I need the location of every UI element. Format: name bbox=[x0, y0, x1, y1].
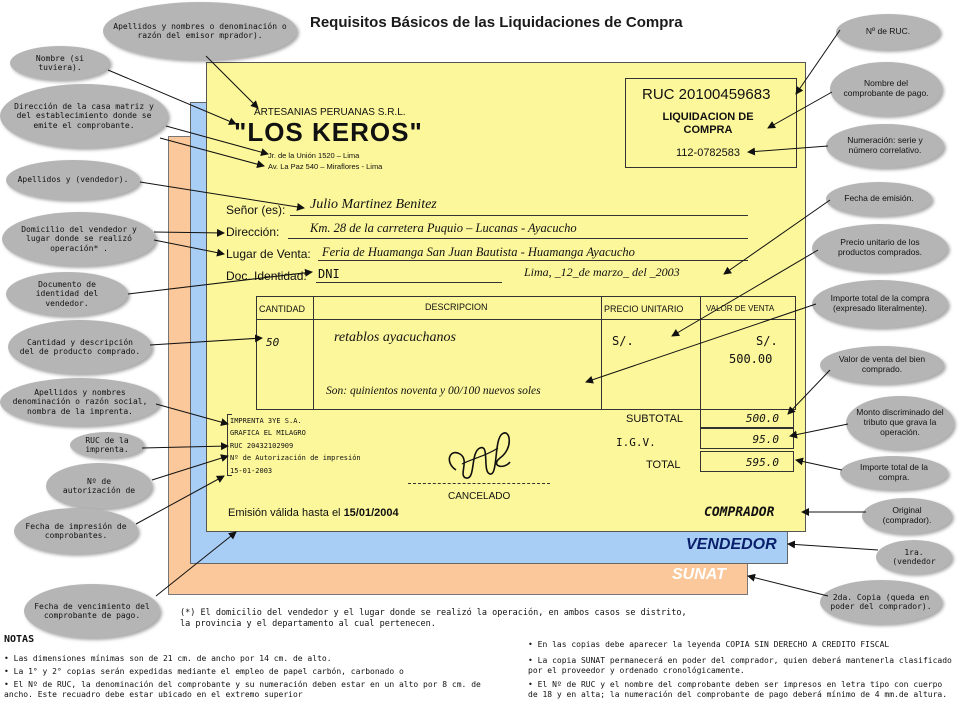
senor-line bbox=[290, 215, 748, 216]
igv-box: 95.0 bbox=[700, 428, 794, 449]
doc-label: Doc. Identidad: bbox=[226, 269, 307, 283]
callout-fecha-emision: Fecha de emisión. bbox=[826, 182, 932, 216]
lugar-label: Lugar de Venta: bbox=[226, 247, 311, 261]
callout-imprenta: Apellidos y nombres denominación o razón… bbox=[0, 378, 160, 426]
callout-importe-total: Importe total de la compra (expresado li… bbox=[812, 280, 948, 328]
callout-apellidos-emisor: Apellidos y nombres o denominación o raz… bbox=[103, 2, 297, 60]
table-col-divider-1 bbox=[313, 296, 314, 409]
issuer-name: ARTESANIAS PERUANAS S.R.L. bbox=[254, 107, 406, 118]
precio-unitario-value: S/. bbox=[612, 334, 634, 348]
son-value: Son: quinientos noventa y 00/100 nuevos … bbox=[326, 385, 541, 397]
subtotal-box: 500.0 bbox=[700, 409, 794, 428]
callout-numeracion: Numeración: serie y número correlativo. bbox=[826, 124, 944, 168]
senor-value: Julio Martinez Benitez bbox=[310, 197, 437, 212]
notes-right-3: • El Nº de RUC y el nombre del comproban… bbox=[528, 680, 948, 700]
callout-valor-venta: Valor de venta del bien comprado. bbox=[820, 346, 944, 384]
callout-importe-compra: Importe total de la compra. bbox=[840, 456, 948, 490]
callout-n-ruc: Nº de RUC. bbox=[836, 14, 940, 50]
printer-line-2: GRAFICA EL MILAGRO bbox=[230, 429, 306, 437]
valor-moneda: S/. bbox=[756, 334, 778, 348]
direccion-line bbox=[288, 238, 748, 239]
notes-left-3: • El Nº de RUC, la denominación del comp… bbox=[4, 680, 481, 700]
cancelado-label: CANCELADO bbox=[448, 491, 511, 502]
emision-valida: Emisión válida hasta el 15/01/2004 bbox=[228, 507, 399, 519]
emision-prefix: Emisión válida hasta el bbox=[228, 507, 344, 519]
emision-date: 15/01/2004 bbox=[343, 507, 399, 519]
th-descripcion: DESCRIPCION bbox=[425, 302, 488, 312]
callout-nombre-comprobante: Nombre del comprobante de pago. bbox=[830, 62, 942, 116]
table-col-divider-2 bbox=[601, 296, 602, 409]
callout-ruc-imprenta: RUC de la imprenta. bbox=[70, 432, 144, 458]
callout-autorizacion: Nº de autorización de bbox=[46, 463, 152, 509]
callout-original: Original (comprador). bbox=[862, 498, 952, 534]
lugar-value: Feria de Huamanga San Juan Bautista - Hu… bbox=[322, 245, 635, 259]
notes-right-2: • La copia SUNAT permanecerá en poder de… bbox=[528, 656, 952, 676]
serie-number: 112-0782583 bbox=[676, 147, 741, 159]
cancelado-line bbox=[408, 483, 550, 484]
th-valor: VALOR DE VENTA bbox=[706, 304, 775, 313]
callout-precio-unitario: Precio unitario de los productos comprad… bbox=[812, 224, 948, 272]
valor-venta-value: 500.00 bbox=[729, 352, 773, 366]
doc-value: DNI bbox=[318, 267, 340, 281]
document-type: LIQUIDACION DE COMPRA bbox=[662, 111, 754, 137]
ruc-number: RUC 20100459683 bbox=[642, 86, 771, 103]
callout-apellidos-vendedor: Apellidos y (vendedor). bbox=[6, 160, 140, 200]
descripcion-value: retablos ayacuchanos bbox=[334, 330, 456, 345]
notes-right-1: • En las copias debe aparecer la leyenda… bbox=[528, 640, 890, 649]
doc-line bbox=[316, 282, 502, 283]
senor-label: Señor (es): bbox=[226, 203, 286, 217]
callout-nombre: Nombre (si tuviera). bbox=[10, 46, 110, 80]
table-header-line bbox=[256, 319, 795, 320]
page-title: Requisitos Básicos de las Liquidaciones … bbox=[310, 14, 683, 31]
notes-left-1: • Las dimensiones mínimas son de 21 cm. … bbox=[4, 654, 332, 663]
issuer-address-2: Av. La Paz 540 – Miraflores - Lima bbox=[268, 162, 383, 171]
callout-fecha-impresion: Fecha de impresión de comprobantes. bbox=[14, 508, 138, 554]
callout-domicilio: Domicilio del vendedor y lugar donde se … bbox=[2, 212, 156, 266]
direccion-value: Km. 28 de la carretera Puquio – Lucanas … bbox=[310, 221, 577, 235]
comprador-label: COMPRADOR bbox=[704, 505, 775, 520]
igv-label: I.G.V. bbox=[616, 436, 656, 449]
callout-cantidad-descripcion: Cantidad y descripción del de producto c… bbox=[8, 320, 152, 374]
printer-line-3: RUC 20432102909 bbox=[230, 442, 294, 450]
printer-line-4: Nº de Autorización de impresión bbox=[230, 454, 361, 462]
issuer-brand: "LOS KEROS" bbox=[234, 117, 423, 147]
table-col-divider-3 bbox=[700, 296, 701, 409]
callout-segunda-copia: 2da. Copia (queda en poder del comprador… bbox=[820, 580, 942, 624]
subtotal-label: SUBTOTAL bbox=[626, 413, 684, 425]
notes-left-2: • La 1° y 2° copias serán expedidas medi… bbox=[4, 667, 404, 676]
issuer-address-1: Jr. de la Unión 1520 – Lima bbox=[268, 151, 360, 160]
lugar-line bbox=[318, 260, 748, 261]
notes-heading: NOTAS bbox=[4, 634, 35, 645]
printer-line-1: IMPRENTA 3YE S.A. bbox=[230, 417, 302, 425]
callout-direccion-casa: Dirección de la casa matriz y del establ… bbox=[0, 84, 168, 148]
callout-documento: Documento de identidad del vendedor. bbox=[6, 272, 128, 316]
sunat-label: SUNAT bbox=[672, 566, 726, 583]
th-cantidad: CANTIDAD bbox=[259, 304, 306, 314]
signature-image bbox=[448, 432, 511, 479]
direccion-label: Dirección: bbox=[226, 225, 280, 239]
callout-primera-copia: 1ra. (vendedor bbox=[876, 540, 952, 574]
vendedor-label: VENDEDOR bbox=[686, 536, 777, 553]
printer-line-5: 15-01-2003 bbox=[230, 467, 273, 475]
total-box: 595.0 bbox=[700, 451, 794, 472]
fecha-emision-value: Lima, _12_de marzo_ del _2003 bbox=[524, 265, 680, 279]
cantidad-value: 50 bbox=[266, 336, 280, 349]
total-label: TOTAL bbox=[646, 459, 681, 471]
footnote: (*) El domicilio del vendedor y el lugar… bbox=[180, 608, 687, 630]
callout-monto-tributo: Monto discriminado del tributo que grava… bbox=[846, 396, 954, 450]
th-precio: PRECIO UNITARIO bbox=[604, 304, 684, 314]
callout-fecha-vencimiento: Fecha de vencimiento del comprobante de … bbox=[24, 584, 160, 638]
